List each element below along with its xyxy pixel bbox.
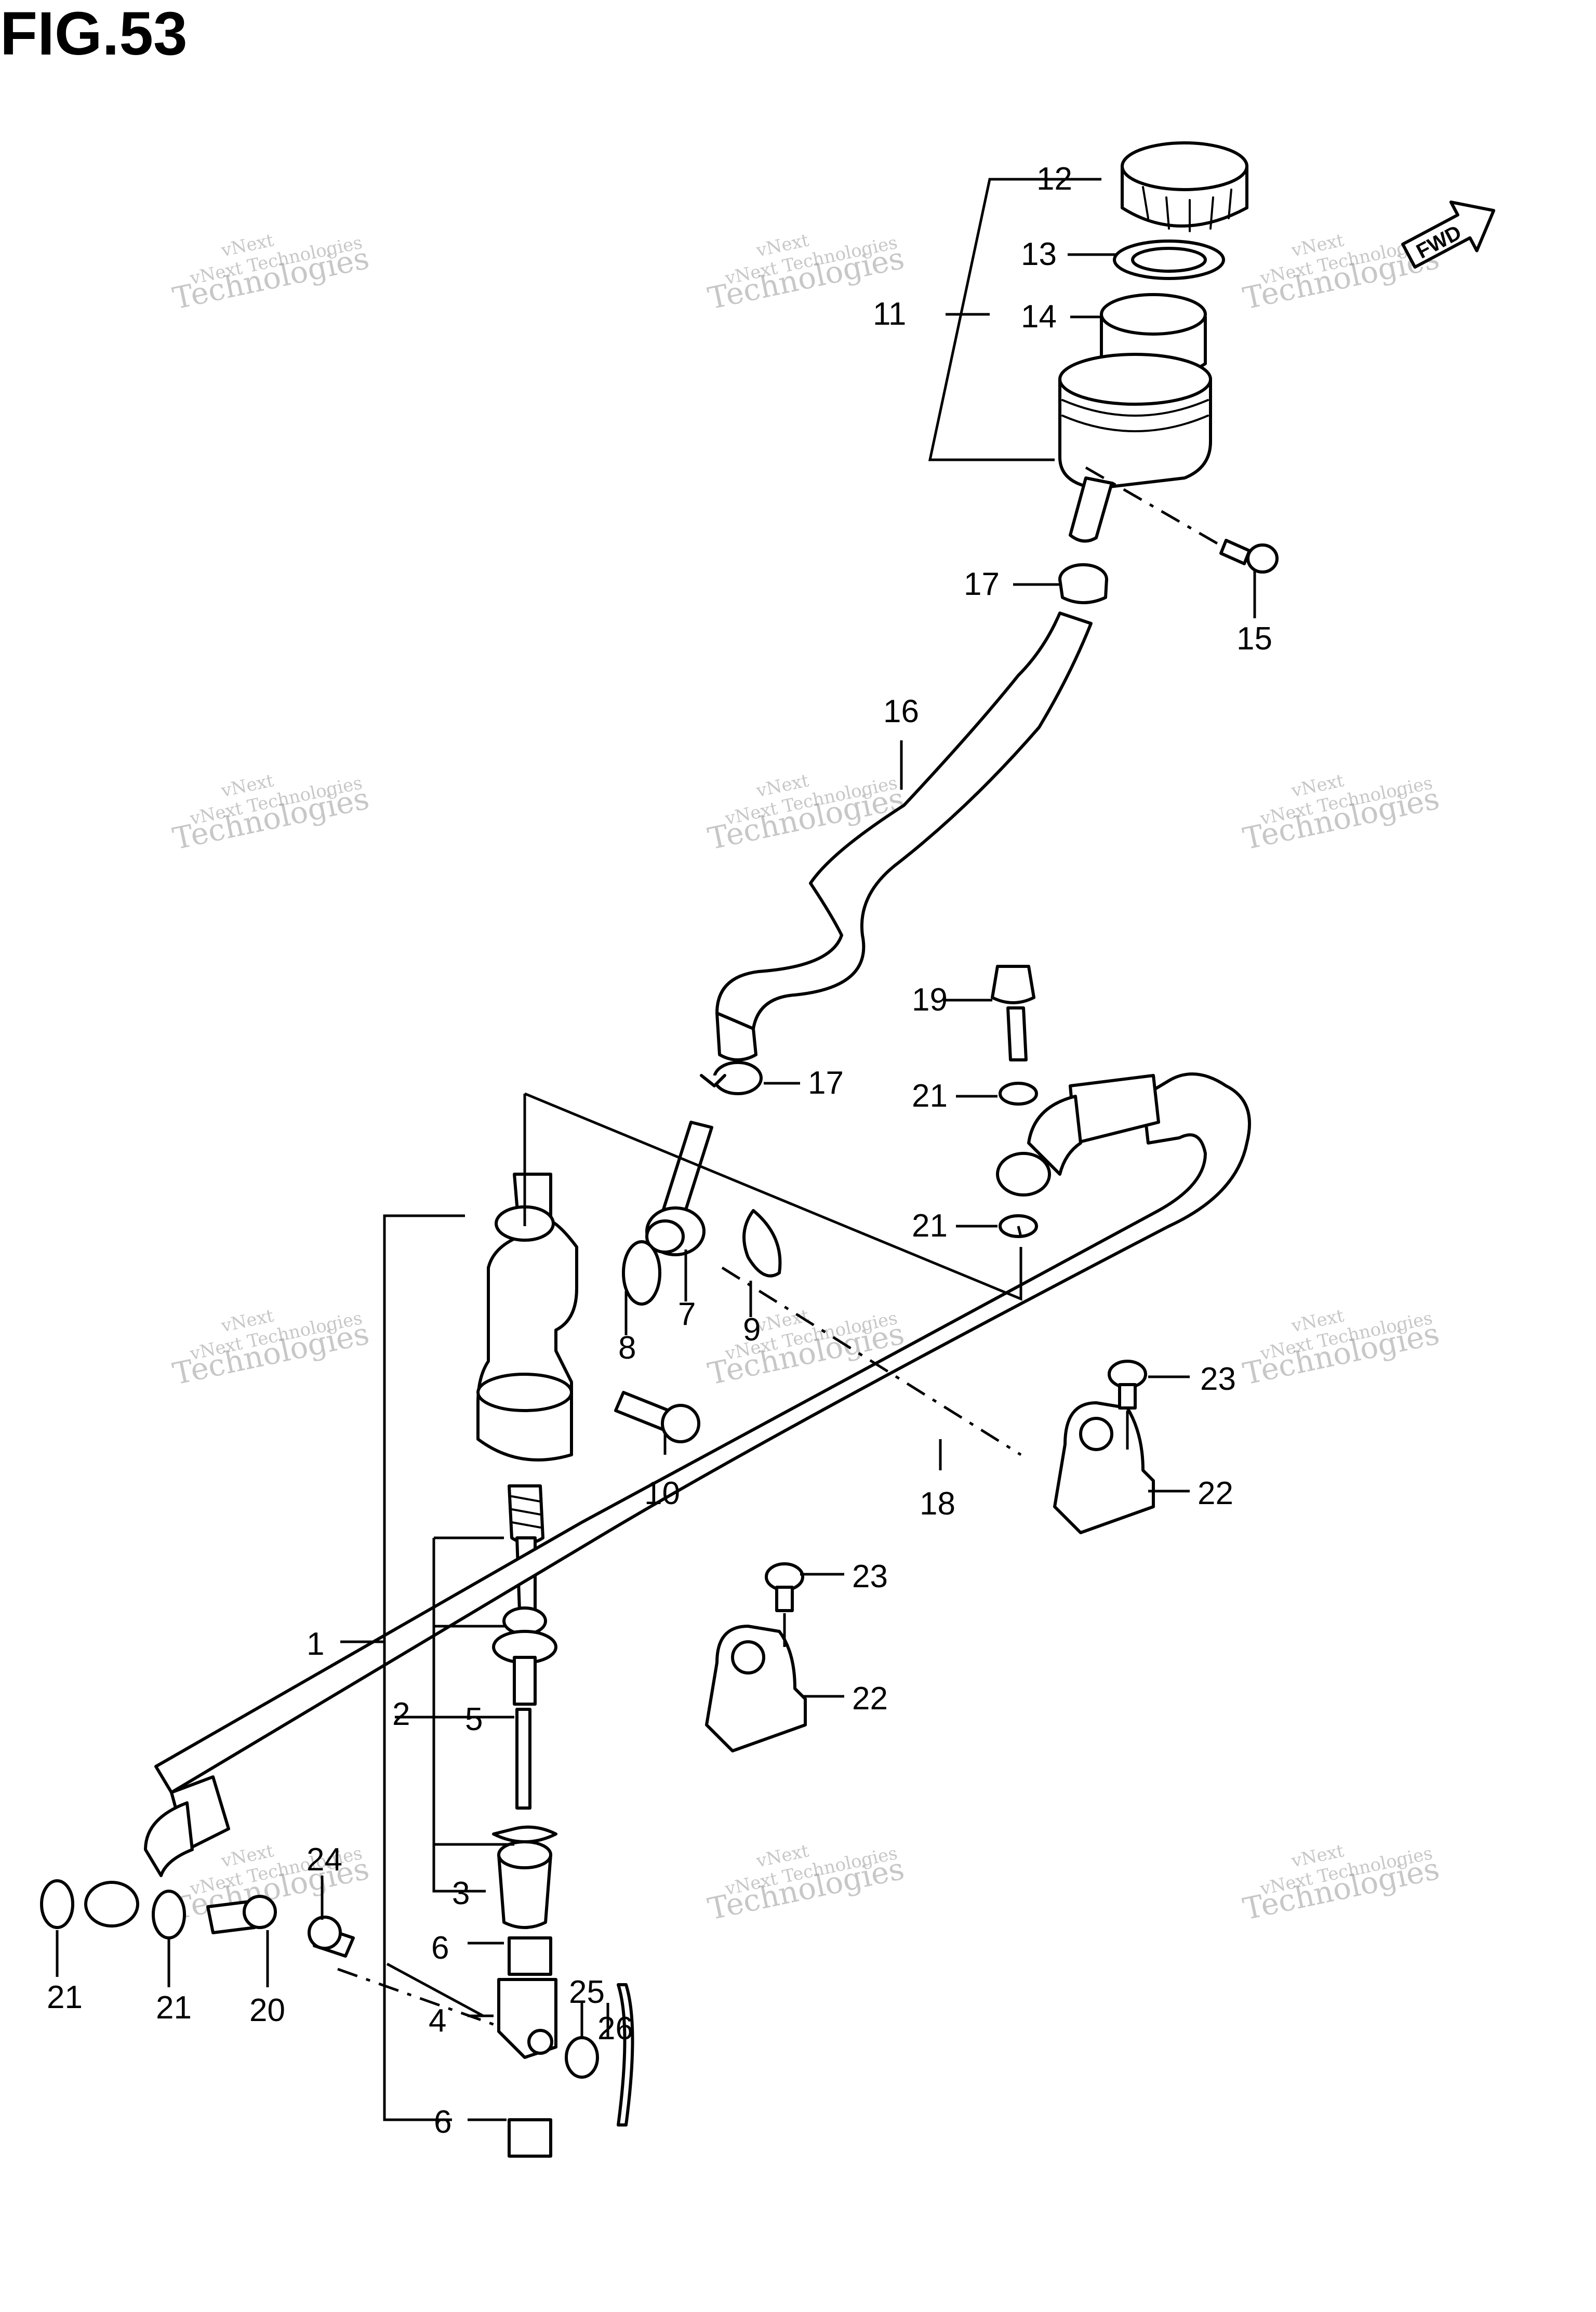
callout-9: 9 <box>743 1312 761 1348</box>
callout-10: 10 <box>644 1476 680 1511</box>
hose-guide-right <box>1053 1401 1155 1534</box>
diaphragm-plate <box>1113 240 1225 280</box>
reservoir-hose <box>715 612 1093 1030</box>
snap-ring <box>492 1825 557 1843</box>
reservoir-cap <box>1121 141 1248 232</box>
push-rod <box>515 1708 531 1810</box>
callout-21: 21 <box>912 1208 948 1244</box>
watermark: vNext vNext Technologies Technologies <box>1240 230 1443 316</box>
clevis-pin-hole <box>527 2029 553 2055</box>
master-cylinder-body <box>476 1173 578 1461</box>
callout-23: 23 <box>1200 1361 1236 1397</box>
callout-4: 4 <box>429 2003 446 2039</box>
callout-2: 2 <box>392 1696 410 1732</box>
banjo-fitting-upper <box>996 1074 1160 1197</box>
callout-17: 17 <box>808 1065 844 1101</box>
watermark: vNext vNext Technologies Technologies <box>1240 1305 1443 1391</box>
callout-13: 13 <box>1021 236 1057 272</box>
figure-title: FIG.53 <box>0 0 188 68</box>
union-bolt-lower <box>206 1895 277 1934</box>
callout-25: 25 <box>569 1974 605 2010</box>
callout-18: 18 <box>920 1486 955 1522</box>
washer <box>565 2036 599 2079</box>
washer <box>999 1082 1038 1106</box>
callout-20: 20 <box>249 1992 285 2028</box>
boot-top <box>497 1840 552 1869</box>
o-ring <box>622 1240 661 1306</box>
guide-screw-right <box>1108 1360 1147 1410</box>
union-bolt-upper <box>991 965 1035 1061</box>
callout-26: 26 <box>597 2011 633 2047</box>
spring-coils <box>511 1495 541 1529</box>
callout-5: 5 <box>465 1702 483 1737</box>
watermark: vNext vNext Technologies Technologies <box>705 1840 908 1926</box>
callout-17: 17 <box>964 566 1000 602</box>
reservoir-screw <box>1219 539 1279 574</box>
washer <box>40 1879 74 1929</box>
callout-19: 19 <box>912 982 948 1018</box>
callout-14: 14 <box>1021 299 1057 335</box>
circlip <box>742 1209 782 1278</box>
callout-12: 12 <box>1036 161 1072 197</box>
watermark: vNext vNext Technologies Technologies <box>1240 1840 1443 1926</box>
hose-guide-center <box>705 1625 807 1752</box>
callout-22: 22 <box>1198 1476 1233 1511</box>
callout-1: 1 <box>307 1626 324 1662</box>
guide-screw-center <box>765 1562 804 1612</box>
watermark: vNext vNext Technologies Technologies <box>170 1305 373 1391</box>
callouts: 1 2 3 4 5 6 6 7 8 9 10 11 12 13 14 15 16… <box>47 161 1272 2140</box>
hose-clamp-upper <box>1058 563 1108 604</box>
cotter-pin <box>617 1983 634 2127</box>
watermark: vNext vNext Technologies Technologies <box>170 770 373 856</box>
callout-8: 8 <box>618 1330 636 1366</box>
leader-lines <box>56 178 1256 2121</box>
callout-24: 24 <box>307 1842 342 1878</box>
callout-6: 6 <box>431 1930 449 1966</box>
callout-15: 15 <box>1236 621 1272 657</box>
callout-3: 3 <box>452 1876 470 1911</box>
callout-7: 7 <box>678 1296 696 1332</box>
push-rod-boot <box>513 1656 537 1706</box>
watermark: vNext vNext Technologies Technologies <box>1240 770 1443 856</box>
nut-upper <box>508 1936 552 1976</box>
callout-23: 23 <box>852 1559 888 1595</box>
boot <box>497 1853 552 1929</box>
callout-21: 21 <box>47 1979 83 2015</box>
pin <box>308 1916 355 1958</box>
hose-clamp-lower <box>700 1061 763 1095</box>
callout-16: 16 <box>883 694 919 729</box>
washer <box>152 1890 186 1939</box>
callout-22: 22 <box>852 1681 888 1717</box>
inlet-fitting <box>645 1121 713 1256</box>
callout-21: 21 <box>912 1078 948 1114</box>
banjo-fitting-lower <box>84 1775 230 1928</box>
reservoir-tank <box>1058 353 1212 543</box>
watermark: vNext vNext Technologies Technologies <box>170 230 373 316</box>
brake-hose <box>154 1072 1251 1794</box>
callout-11: 11 <box>873 296 906 332</box>
nut-lower <box>508 2118 552 2158</box>
master-cylinder-bolt <box>614 1391 700 1443</box>
hose-end-lower <box>715 1012 757 1061</box>
callout-6: 6 <box>434 2104 451 2140</box>
callout-21: 21 <box>156 1990 192 2026</box>
